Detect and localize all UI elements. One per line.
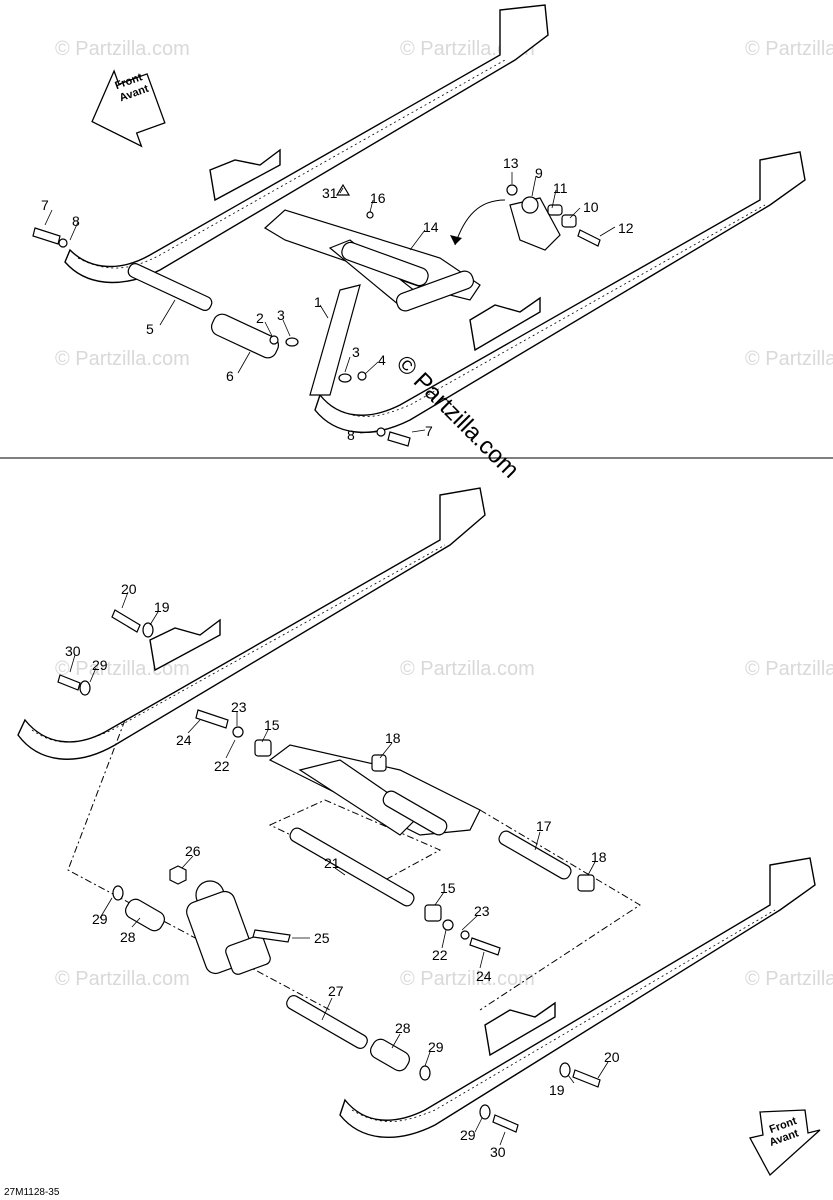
- callout-13: 13: [503, 155, 519, 171]
- callout-19: 19: [154, 599, 170, 615]
- callout-4: 4: [378, 352, 386, 368]
- callout-26: 26: [185, 843, 201, 859]
- callout-9: 9: [535, 165, 543, 181]
- watermark-text: © Partzilla.com: [400, 658, 535, 680]
- callouts-top: 7 8 5 6 2 3 1 3 4 8 7 14 16 31 13 9 11 1…: [41, 155, 634, 443]
- callout-21: 21: [324, 855, 340, 871]
- callout-20: 20: [121, 581, 137, 597]
- front-arrow-bottom: Front Avant: [749, 1109, 821, 1177]
- callout-5: 5: [146, 321, 154, 337]
- callout-31: 31: [322, 185, 338, 201]
- watermark-text: © Partzilla.com: [745, 968, 833, 990]
- callout-30: 30: [65, 643, 81, 659]
- watermarks: © Partzilla.com © Partzilla.com © Partzi…: [55, 38, 833, 990]
- tubes-top: [127, 263, 280, 359]
- callout-25: 25: [314, 930, 330, 946]
- callout-2: 2: [256, 310, 264, 326]
- watermark-text: © Partzilla.com: [745, 658, 833, 680]
- front-arrow-top: Front Avant: [91, 69, 166, 148]
- callout-6: 6: [226, 368, 234, 384]
- callout-29: 29: [428, 1039, 444, 1055]
- callout-3: 3: [277, 307, 285, 323]
- callout-1: 1: [314, 294, 322, 310]
- callout-17: 17: [536, 818, 552, 834]
- callout-24: 24: [176, 732, 192, 748]
- callout-22: 22: [214, 758, 230, 774]
- callout-18: 18: [385, 730, 401, 746]
- callout-19: 19: [549, 1082, 565, 1098]
- callout-27: 27: [328, 983, 344, 999]
- callout-28: 28: [395, 1020, 411, 1036]
- leader-lines-bottom: [69, 591, 609, 1146]
- callout-23: 23: [474, 903, 490, 919]
- callout-14: 14: [423, 219, 439, 235]
- bracket-assembly: [450, 184, 601, 251]
- callout-15: 15: [264, 717, 280, 733]
- rail-bottom-right: [339, 857, 816, 1138]
- callouts-bottom: 20 19 30 29 23 15 18 24 22 17 18 26 21 1…: [65, 581, 620, 1160]
- callout-16: 16: [370, 190, 386, 206]
- leader-lines-top: [44, 172, 616, 434]
- hardware-bottom: [57, 609, 601, 1133]
- callout-29: 29: [92, 911, 108, 927]
- rear-arm: [268, 744, 481, 836]
- watermark-text: © Partzilla.com: [400, 968, 535, 990]
- callout-10: 10: [583, 199, 599, 215]
- watermark-text: © Partzilla.com: [55, 38, 190, 60]
- callout-7: 7: [425, 423, 433, 439]
- callout-11: 11: [553, 180, 568, 196]
- callout-12: 12: [618, 220, 634, 236]
- callout-8: 8: [72, 213, 80, 229]
- callout-24: 24: [476, 968, 492, 984]
- rail-top-right: [314, 151, 806, 433]
- diagram-code: 27M1128-35: [4, 1187, 60, 1198]
- callout-3: 3: [352, 344, 360, 360]
- callout-28: 28: [120, 929, 136, 945]
- callout-29: 29: [92, 657, 108, 673]
- tubes-bottom: [79, 622, 572, 1120]
- callout-22: 22: [432, 947, 448, 963]
- callout-7: 7: [41, 197, 49, 213]
- callout-20: 20: [604, 1049, 620, 1065]
- watermark-text: © Partzilla.com: [55, 348, 190, 370]
- rail-top-left: [64, 4, 549, 284]
- watermark-text: © Partzilla.com: [745, 348, 833, 370]
- callout-29: 29: [460, 1127, 476, 1143]
- shock-absorber: [186, 880, 291, 975]
- front-arm-part-14: [263, 209, 481, 312]
- callout-30: 30: [490, 1144, 506, 1160]
- watermark-text: © Partzilla.com: [55, 968, 190, 990]
- watermark-text: © Partzilla.com: [745, 38, 833, 60]
- hardware-top: [32, 183, 411, 447]
- callout-23: 23: [231, 699, 247, 715]
- link-arm-part-1: [309, 284, 361, 396]
- callout-15: 15: [440, 880, 456, 896]
- rail-bottom-left: [17, 487, 486, 760]
- callout-18: 18: [591, 849, 607, 865]
- callout-8: 8: [347, 427, 355, 443]
